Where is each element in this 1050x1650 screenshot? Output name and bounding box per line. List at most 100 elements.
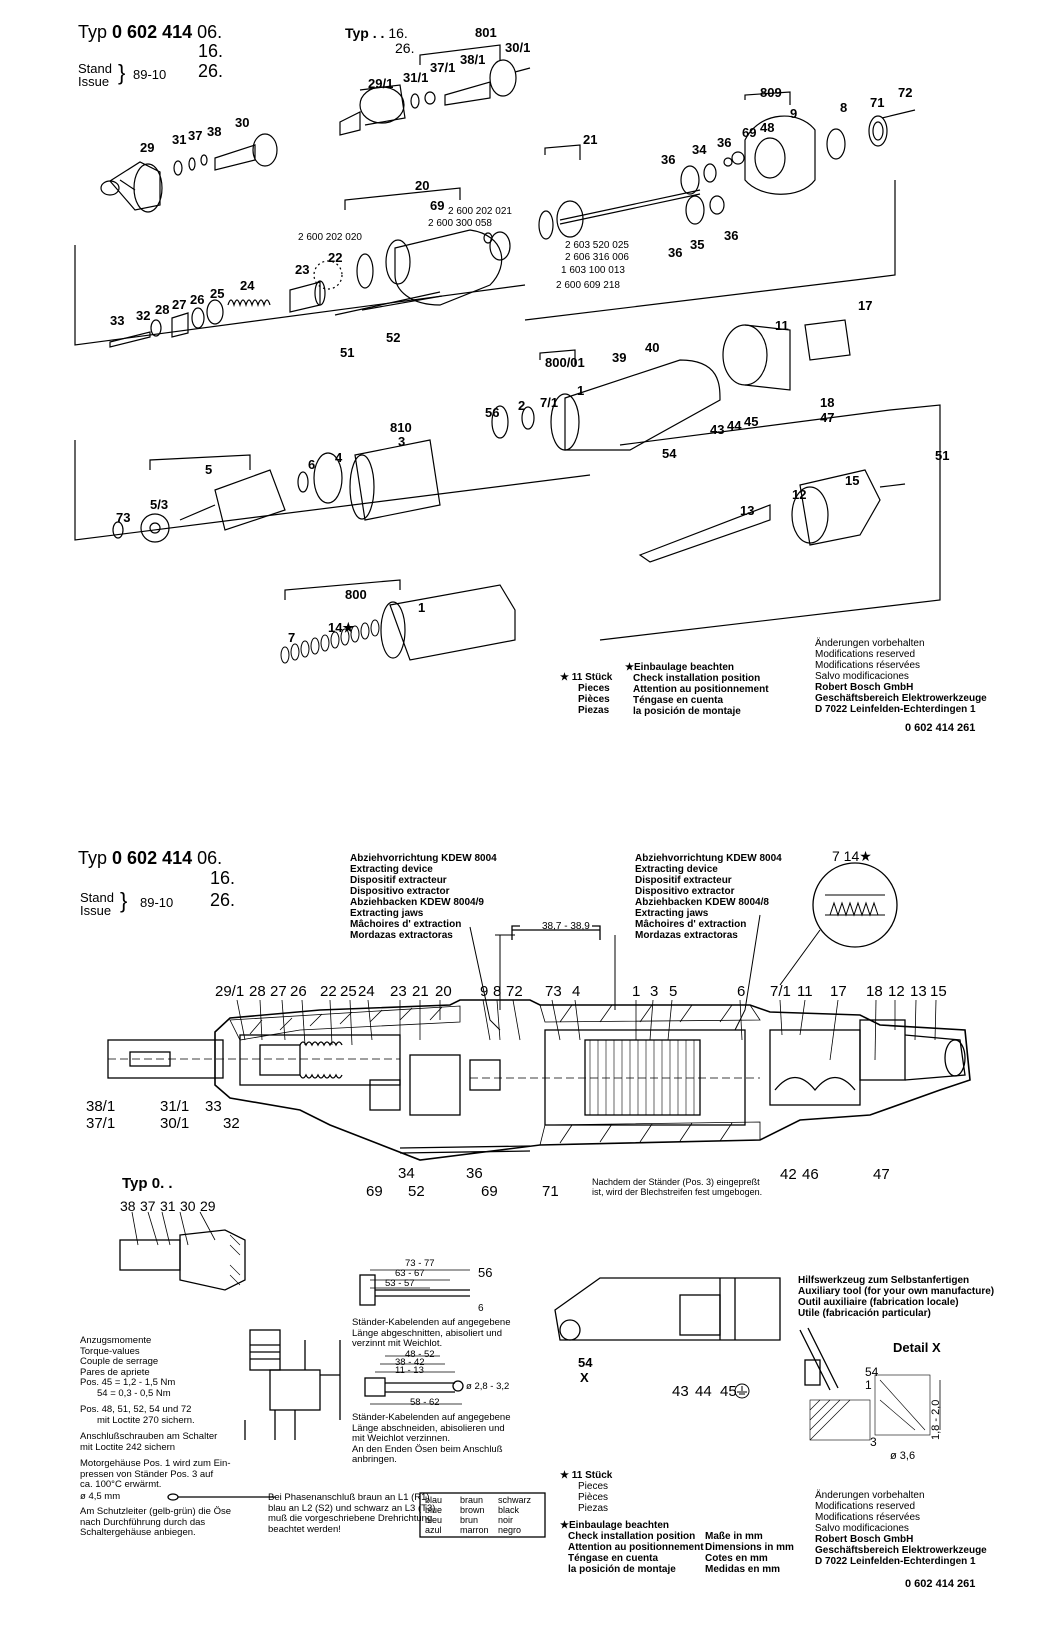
section-label: 4 xyxy=(572,983,581,1000)
probe-diameter: ø 4,5 mm xyxy=(80,1491,121,1502)
cable-dimension: 11 - 13 xyxy=(395,1365,424,1376)
section-label: 34 xyxy=(398,1165,415,1182)
document-number: 0 602 414 261 xyxy=(905,1578,976,1590)
part-label: 20 xyxy=(415,178,430,193)
part-label: 45 xyxy=(744,414,759,429)
section-label: 30/1 xyxy=(160,1115,190,1132)
section-label: 32 xyxy=(223,1115,240,1132)
part-label: 51 xyxy=(340,345,355,360)
switch-label: 43 xyxy=(672,1383,689,1400)
extractor-note-left: Abziehvorrichtung KDEW 8004 Extracting d… xyxy=(350,853,497,941)
part-label: 72 xyxy=(898,85,913,100)
section-label: 72 xyxy=(506,983,523,1000)
cable-dimension: 38 - 42 xyxy=(395,1357,425,1368)
part-label: 809 xyxy=(760,85,782,100)
detail-label: 30 xyxy=(180,1198,196,1214)
part-label: 5/3 xyxy=(150,497,169,512)
section-label: 21 xyxy=(412,983,429,1000)
part-number: 2 600 609 218 xyxy=(556,280,620,291)
part-label: 13 xyxy=(740,503,755,518)
earth-note: Am Schutzleiter (gelb-grün) die Öse nach… xyxy=(80,1506,232,1538)
section-label: 23 xyxy=(390,983,407,1000)
part-label: 29/1 xyxy=(368,76,394,91)
modifications-note: Änderungen vorbehalten Modifications res… xyxy=(815,638,987,715)
section-label: 20 xyxy=(435,983,452,1000)
detail-x-label: 1 xyxy=(865,1378,872,1392)
detail-label: 31 xyxy=(160,1198,176,1214)
type-suffix: 16. xyxy=(198,41,224,61)
part-label: 21 xyxy=(583,132,598,147)
section-label: 71 xyxy=(542,1183,559,1200)
part-label: 28 xyxy=(155,302,170,317)
document-number: 0 602 414 261 xyxy=(905,722,976,734)
cable-dimension: 63 - 67 xyxy=(395,1268,425,1279)
part-label: 32 xyxy=(136,308,151,323)
detail-x-title: Detail X xyxy=(893,1340,941,1355)
type-header: Typ 0 602 414 06. xyxy=(78,22,223,42)
section-label: 8 xyxy=(493,983,502,1000)
part-label: 47 xyxy=(820,410,835,425)
part-label: 2 xyxy=(518,398,526,413)
part-label: 17 xyxy=(858,298,873,313)
part-label: 73 xyxy=(116,510,131,525)
stand-label: Stand xyxy=(78,61,112,76)
part-label: 30/1 xyxy=(505,40,531,55)
type-zero-label: Typ 0. . xyxy=(122,1175,173,1192)
type-suffix-2: 26. xyxy=(395,40,415,56)
torque-values: Anzugsmomente Torque-values Couple de se… xyxy=(80,1335,231,1490)
section-label: 17 xyxy=(830,983,847,1000)
part-number: 2 603 520 025 xyxy=(565,240,629,251)
section-label: 3 xyxy=(650,983,659,1000)
extractor-note-right: Abziehvorrichtung KDEW 8004 Extracting d… xyxy=(635,853,782,941)
cable-dimension: 58 - 62 xyxy=(410,1397,440,1408)
count-note: ★ 11 Stück Pieces Pièces Piezas xyxy=(560,1470,613,1514)
part-label: 810 xyxy=(390,420,412,435)
switch-label: 54 xyxy=(578,1355,593,1370)
part-label: 36 xyxy=(717,135,732,150)
section-label: 33 xyxy=(205,1098,222,1115)
part-number: 1 603 100 013 xyxy=(561,265,625,276)
cable-dimension: 53 - 57 xyxy=(385,1278,415,1289)
stand-brace: } xyxy=(120,888,128,913)
switch-label: X xyxy=(580,1370,589,1385)
cable-dimension: 6 xyxy=(478,1303,484,1314)
part-number: 2 600 202 020 xyxy=(298,232,362,243)
issue-label: Issue xyxy=(78,74,110,89)
part-label: 15 xyxy=(845,473,860,488)
detail-x-label: 3 xyxy=(870,1435,877,1449)
stand-label: Stand xyxy=(80,890,114,905)
count-note: ★ 11 Stück Pieces Pièces Piezas xyxy=(560,672,613,716)
part-label: 38 xyxy=(207,124,222,139)
stand-value: 89-10 xyxy=(140,895,174,910)
part-label: 14★ xyxy=(328,620,355,635)
part-label: 40 xyxy=(645,340,660,355)
section-label: 22 xyxy=(320,983,337,1000)
part-label: 800/01 xyxy=(545,355,585,370)
section-label: 42 xyxy=(780,1166,797,1183)
part-number: 2 606 316 006 xyxy=(565,252,629,263)
dimension-label: 38,7 - 38,9 xyxy=(542,921,590,932)
section-label: 18 xyxy=(866,983,883,1000)
switch-label: 45 xyxy=(720,1383,737,1400)
install-note: ★Einbaulage beachten Check installation … xyxy=(560,1520,704,1575)
part-label: 33 xyxy=(110,313,125,328)
section-label: 69 xyxy=(481,1183,498,1200)
part-label: 54 xyxy=(662,446,677,461)
type-suffix: 26. xyxy=(210,890,236,910)
section-label: 31/1 xyxy=(160,1098,190,1115)
part-label: 35 xyxy=(690,237,705,252)
section-label: 7/1 xyxy=(770,983,791,1000)
type-header: Typ 0 602 414 06. xyxy=(78,848,223,868)
section-label: 15 xyxy=(930,983,947,1000)
part-label: 26 xyxy=(190,292,205,307)
part-label: 44 xyxy=(727,418,742,433)
stand-value: 89-10 xyxy=(133,67,167,82)
section-label: 9 xyxy=(480,983,489,1000)
stand-brace: } xyxy=(118,60,126,85)
cable-dimension: 56 xyxy=(478,1265,493,1280)
aux-tool-note: Hilfswerkzeug zum Selbstanfertigen Auxil… xyxy=(798,1275,995,1319)
type-header-2: Typ . . 16. xyxy=(345,25,408,41)
